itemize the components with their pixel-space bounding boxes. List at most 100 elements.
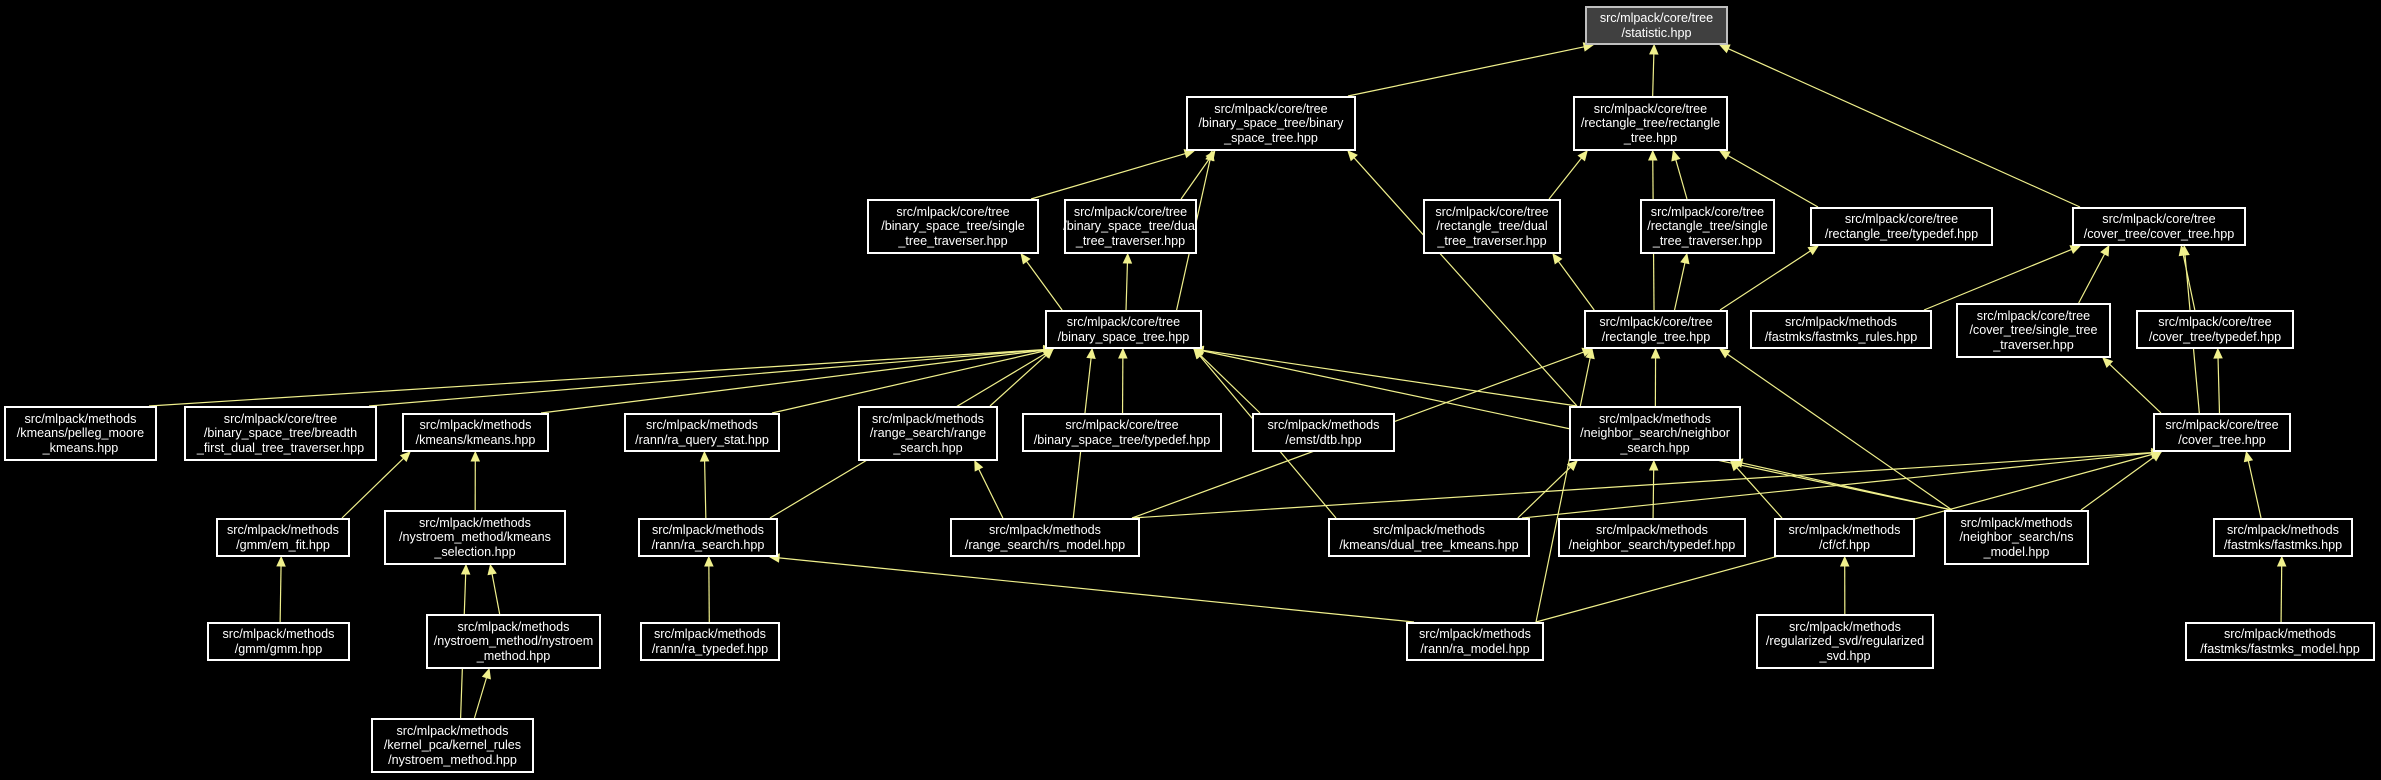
arrowhead-icon [974,459,984,472]
arrowhead-icon [1648,459,1659,471]
node-label: src/mlpack/core/tree /binary_space_tree/… [1063,204,1198,248]
node-bst-single[interactable]: src/mlpack/core/tree /binary_space_tree/… [867,199,1039,254]
arrowhead-icon [2069,245,2082,255]
node-label: src/mlpack/core/tree /binary_space_tree/… [881,204,1025,248]
node-ra-model[interactable]: src/mlpack/methods /rann/ra_model.hpp [1406,622,1544,661]
edge-fastmks_model-to-fastmks [2280,565,2283,623]
node-bst[interactable]: src/mlpack/core/tree /binary_space_tree/… [1186,96,1356,151]
edge-rs_model-to-range_search [978,468,1004,519]
node-fastmks[interactable]: src/mlpack/methods /fastmks/fastmks.hpp [2213,518,2353,557]
node-bst-typedef[interactable]: src/mlpack/core/tree /binary_space_tree/… [1022,413,1222,452]
arrowhead-icon [1718,150,1731,160]
arrowhead-icon [481,667,491,680]
node-bst-hpp[interactable]: src/mlpack/core/tree /binary_space_tree.… [1045,310,1202,349]
node-breadth[interactable]: src/mlpack/core/tree /binary_space_tree/… [184,406,377,461]
edge-range_search-to-bst_hpp [989,354,1047,407]
node-kmeans[interactable]: src/mlpack/methods /kmeans/kmeans.hpp [402,413,549,452]
node-label: src/mlpack/methods /rann/ra_typedef.hpp [651,626,769,656]
arrowhead-icon [460,563,471,575]
edge-kernel_rules-to-nys_method [473,677,488,719]
node-gmm[interactable]: src/mlpack/methods /gmm/gmm.hpp [207,622,350,661]
node-rect-single[interactable]: src/mlpack/core/tree /rectangle_tree/sin… [1640,199,1775,254]
node-label: src/mlpack/methods /kmeans/pelleg_moore … [16,411,145,455]
arrowhead-icon [1807,245,1820,256]
node-label: src/mlpack/core/tree /cover_tree/single_… [1969,308,2098,352]
node-pelleg[interactable]: src/mlpack/methods /kmeans/pelleg_moore … [4,406,157,461]
arrowhead-icon [2102,357,2114,368]
node-label: src/mlpack/methods /fastmks/fastmks_rule… [1764,314,1918,344]
node-label: src/mlpack/methods /gmm/em_fit.hpp [227,522,339,552]
edge-rect_single-to-rect [1675,159,1688,200]
edge-cover_hpp-to-cover_typedef [2217,357,2221,414]
node-cover-hpp[interactable]: src/mlpack/core/tree /cover_tree.hpp [2153,413,2291,452]
node-ra-typedef[interactable]: src/mlpack/methods /rann/ra_typedef.hpp [640,622,780,661]
node-fastmks-model[interactable]: src/mlpack/methods /fastmks/fastmks_mode… [2185,622,2375,661]
node-label: src/mlpack/methods /rann/ra_search.hpp [651,522,765,552]
node-fastmks-rules[interactable]: src/mlpack/methods /fastmks/fastmks_rule… [1750,310,1932,349]
node-label: src/mlpack/methods /fastmks/fastmks.hpp [2223,522,2343,552]
node-nys-kmeans[interactable]: src/mlpack/methods /nystroem_method/kmea… [384,510,566,565]
arrowhead-icon [1718,348,1731,359]
node-reg-svd[interactable]: src/mlpack/methods /regularized_svd/regu… [1756,614,1934,669]
node-cover-typedef[interactable]: src/mlpack/core/tree /cover_tree/typedef… [2136,310,2294,349]
arrowhead-icon [1118,347,1128,359]
node-label: src/mlpack/core/tree /rectangle_tree.hpp [1599,314,1713,344]
node-kernel-rules[interactable]: src/mlpack/methods /kernel_pca/kernel_ru… [371,718,534,773]
node-cf[interactable]: src/mlpack/methods /cf/cf.hpp [1774,518,1915,557]
edge-rect-to-statistic [1652,53,1655,97]
edge-ra_search-to-ra_qstat [703,460,707,519]
node-rect[interactable]: src/mlpack/core/tree /rectangle_tree/rec… [1573,96,1728,151]
node-nys-method[interactable]: src/mlpack/methods /nystroem_method/nyst… [426,614,601,669]
node-range-search[interactable]: src/mlpack/methods /range_search/range _… [858,406,998,461]
node-label: src/mlpack/methods /kmeans/dual_tree_kme… [1339,522,1519,552]
edge-ns_model-to-rect_hpp [1727,353,1953,511]
edge-dual_kmeans-to-ns [1517,466,1571,519]
edge-ns_model-to-cover_hpp [2080,456,2155,511]
node-label: src/mlpack/methods /nystroem_method/kmea… [399,515,551,559]
arrowhead-icon [1839,555,1850,567]
edge-rect_hpp-to-rect_typedef [1719,250,1811,311]
node-rect-typedef[interactable]: src/mlpack/core/tree /rectangle_tree/typ… [1810,207,1993,246]
arrowhead-icon [2243,450,2254,463]
node-label: src/mlpack/core/tree /binary_space_tree.… [1057,314,1190,344]
node-em-fit[interactable]: src/mlpack/methods /gmm/em_fit.hpp [216,518,350,557]
node-label: src/mlpack/core/tree /cover_tree/typedef… [2148,314,2282,344]
node-cover[interactable]: src/mlpack/core/tree /cover_tree/cover_t… [2072,207,2246,246]
node-ra-qstat[interactable]: src/mlpack/methods /rann/ra_query_stat.h… [624,413,780,452]
node-dtb[interactable]: src/mlpack/methods /emst/dtb.hpp [1252,413,1395,452]
arrowhead-icon [2276,555,2287,567]
node-label: src/mlpack/core/tree /rectangle_tree/sin… [1647,204,1768,248]
edge-fastmks-to-cover_hpp [2247,460,2262,519]
node-label: src/mlpack/methods /neighbor_search/type… [1568,522,1736,552]
edge-em_fit-to-kmeans [341,457,404,519]
edge-cover_hpp-to-cover_single [2109,363,2162,414]
edge-kmeans-to-bst_hpp [540,349,1045,414]
node-cover-single[interactable]: src/mlpack/core/tree /cover_tree/single_… [1956,303,2111,358]
node-ns-model[interactable]: src/mlpack/methods /neighbor_search/ns _… [1944,510,2089,565]
arrowhead-icon [1042,348,1055,358]
node-ns-typedef[interactable]: src/mlpack/methods /neighbor_search/type… [1558,518,1746,557]
node-rect-dual[interactable]: src/mlpack/core/tree /rectangle_tree/dua… [1423,199,1561,254]
node-bst-dual[interactable]: src/mlpack/core/tree /binary_space_tree/… [1063,199,1198,254]
node-label: src/mlpack/core/tree /rectangle_tree/dua… [1435,204,1549,248]
node-rect-hpp[interactable]: src/mlpack/core/tree /rectangle_tree.hpp [1584,310,1728,349]
node-ns[interactable]: src/mlpack/methods /neighbor_search/neig… [1569,406,1741,461]
arrowhead-icon [1086,347,1096,359]
arrowhead-icon [487,563,497,576]
node-ra-search[interactable]: src/mlpack/methods /rann/ra_search.hpp [638,518,778,557]
node-label: src/mlpack/core/tree /cover_tree.hpp [2165,417,2279,447]
arrowhead-icon [1122,252,1133,264]
node-label: src/mlpack/methods /rann/ra_model.hpp [1419,626,1531,656]
node-dual-kmeans[interactable]: src/mlpack/methods /kmeans/dual_tree_kme… [1328,518,1530,557]
node-label: src/mlpack/methods /fastmks/fastmks_mode… [2200,626,2360,656]
node-rs-model[interactable]: src/mlpack/methods /range_search/rs_mode… [950,518,1140,557]
arrowhead-icon [704,555,714,567]
node-label: src/mlpack/methods /cf/cf.hpp [1788,522,1901,552]
edge-bst_dual-to-bst [1180,158,1211,200]
edge-gmm-to-em_fit [279,565,282,623]
edge-dtb-to-bst_hpp [1200,354,1261,414]
node-label: src/mlpack/core/tree /binary_space_tree/… [1198,101,1344,145]
edge-breadth-to-bst_hpp [368,349,1045,407]
arrowhead-icon [699,450,710,462]
